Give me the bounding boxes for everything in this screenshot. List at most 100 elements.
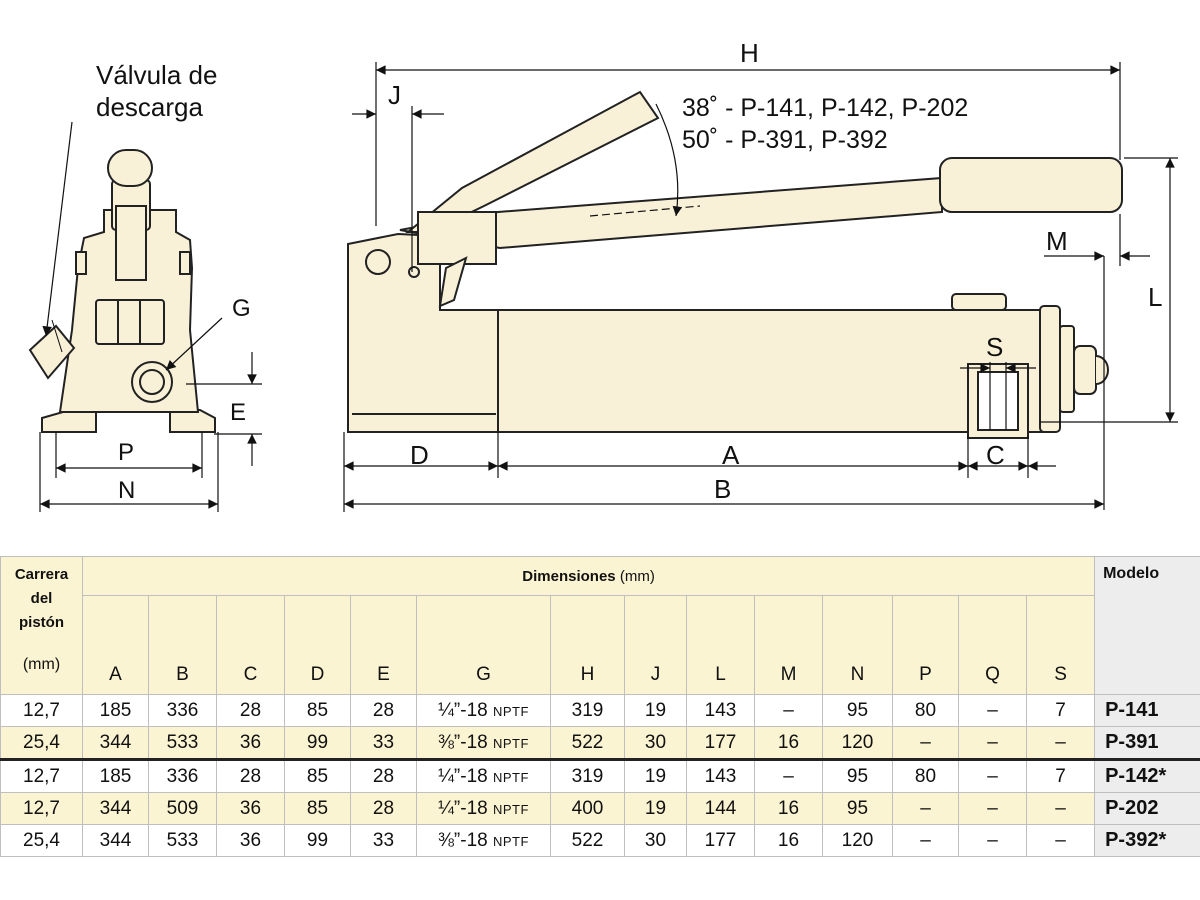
- table-row: 25,4 344 533 36 99 33 ⅜”-18 NPTF 522 30 …: [0, 824, 1200, 857]
- dim-label-c: C: [986, 440, 1005, 470]
- col-header-c: C: [216, 595, 285, 695]
- dim-label-p: P: [118, 439, 134, 466]
- valve-label-line1: Válvula de: [96, 60, 217, 90]
- cell-j: 19: [624, 758, 687, 793]
- cell-q: –: [958, 694, 1027, 727]
- col-header-h: H: [550, 595, 625, 695]
- cell-s: –: [1025, 792, 1096, 825]
- cell-h: 400: [550, 792, 625, 825]
- cell-j: 30: [624, 726, 687, 760]
- dimensions-unit: (mm): [619, 567, 655, 585]
- dim-label-n: N: [118, 477, 135, 504]
- cell-h: 319: [550, 758, 625, 793]
- cell-d: 99: [284, 824, 351, 857]
- cell-j: 19: [624, 694, 687, 727]
- cell-n: 95: [822, 792, 893, 825]
- cell-e: 33: [350, 726, 417, 760]
- cell-l: 177: [686, 726, 755, 760]
- cell-b: 336: [148, 758, 217, 793]
- cell-stroke: 12,7: [0, 694, 83, 727]
- cell-g: ¼”-18 NPTF: [416, 694, 551, 727]
- cell-l: 143: [686, 694, 755, 727]
- dim-label-s: S: [986, 332, 1003, 362]
- cell-stroke: 25,4: [0, 726, 83, 760]
- front-view: [28, 149, 216, 433]
- cell-q: –: [958, 792, 1027, 825]
- dimensions-header: Dimensiones (mm): [81, 556, 1096, 596]
- side-view-dimensions: [343, 62, 1178, 512]
- dim-label-h: H: [740, 38, 759, 68]
- stroke-header-line2: del: [30, 590, 53, 607]
- col-header-q: Q: [958, 595, 1027, 695]
- dim-label-g: G: [232, 295, 251, 322]
- stroke-header-line1: Carrera: [14, 566, 69, 583]
- cell-d: 85: [284, 792, 351, 825]
- cell-m: 16: [754, 824, 823, 857]
- stroke-header: Carrera del pistón (mm): [0, 556, 83, 695]
- cell-n: 95: [822, 758, 893, 793]
- front-view-dimensions: [39, 121, 262, 512]
- cell-n: 95: [822, 694, 893, 727]
- dimensions-title: Dimensiones: [522, 567, 616, 585]
- cell-m: –: [754, 758, 823, 793]
- cell-m: 16: [754, 726, 823, 760]
- cell-q: –: [958, 758, 1027, 793]
- col-header-g: G: [416, 595, 551, 695]
- dim-label-a: A: [722, 440, 740, 470]
- cell-stroke: 12,7: [0, 792, 83, 825]
- cell-s: –: [1025, 824, 1096, 857]
- cell-g: ⅜”-18 NPTF: [416, 726, 551, 760]
- cell-c: 36: [216, 726, 285, 760]
- cell-a: 344: [82, 824, 149, 857]
- cell-h: 319: [550, 694, 625, 727]
- cell-j: 30: [624, 824, 687, 857]
- col-header-s: S: [1025, 595, 1096, 695]
- cell-l: 144: [686, 792, 755, 825]
- cell-g-type: NPTF: [492, 833, 529, 849]
- cell-q: –: [958, 726, 1027, 760]
- col-header-a: A: [82, 595, 149, 695]
- cell-g: ¼”-18 NPTF: [416, 758, 551, 793]
- dimensions-table: Carrera del pistón (mm) Dimensiones (mm)…: [0, 556, 1200, 857]
- dim-label-e: E: [230, 399, 246, 426]
- cell-a: 344: [82, 792, 149, 825]
- cell-e: 28: [350, 694, 417, 727]
- cell-p: 80: [892, 694, 959, 727]
- cell-d: 85: [284, 758, 351, 793]
- cell-model: P-391: [1094, 726, 1200, 760]
- cell-e: 33: [350, 824, 417, 857]
- cell-model: P-392*: [1094, 824, 1200, 857]
- dim-label-m: M: [1046, 226, 1068, 256]
- cell-a: 185: [82, 694, 149, 727]
- cell-g-size: ¼”-18: [438, 797, 488, 819]
- cell-l: 143: [686, 758, 755, 793]
- cell-d: 85: [284, 694, 351, 727]
- cell-j: 19: [624, 792, 687, 825]
- stroke-header-line3: pistón: [19, 614, 64, 631]
- cell-g: ¼”-18 NPTF: [416, 792, 551, 825]
- cell-e: 28: [350, 758, 417, 793]
- cell-model: P-142*: [1094, 758, 1200, 793]
- col-header-d: D: [284, 595, 351, 695]
- table-row: 12,7 344 509 36 85 28 ¼”-18 NPTF 400 19 …: [0, 792, 1200, 825]
- cell-g-type: NPTF: [492, 735, 529, 751]
- cell-s: 7: [1025, 694, 1096, 727]
- cell-h: 522: [550, 824, 625, 857]
- cell-stroke: 12,7: [0, 758, 83, 793]
- cell-q: –: [958, 824, 1027, 857]
- cell-p: 80: [892, 758, 959, 793]
- angle-note-line1: 38˚ - P-141, P-142, P-202: [682, 94, 968, 122]
- col-header-b: B: [148, 595, 217, 695]
- cell-g-type: NPTF: [492, 703, 529, 719]
- cell-s: 7: [1025, 758, 1096, 793]
- pump-technical-drawing: Válvula de descarga G E P N: [28, 38, 1178, 512]
- col-header-m: M: [754, 595, 823, 695]
- cell-c: 28: [216, 758, 285, 793]
- cell-stroke: 25,4: [0, 824, 83, 857]
- valve-label-line2: descarga: [96, 92, 203, 122]
- cell-g-size: ⅜”-18: [438, 731, 488, 753]
- cell-h: 522: [550, 726, 625, 760]
- stroke-unit: (mm): [22, 656, 61, 673]
- angle-note-line2: 50˚ - P-391, P-392: [682, 126, 888, 154]
- cell-b: 533: [148, 824, 217, 857]
